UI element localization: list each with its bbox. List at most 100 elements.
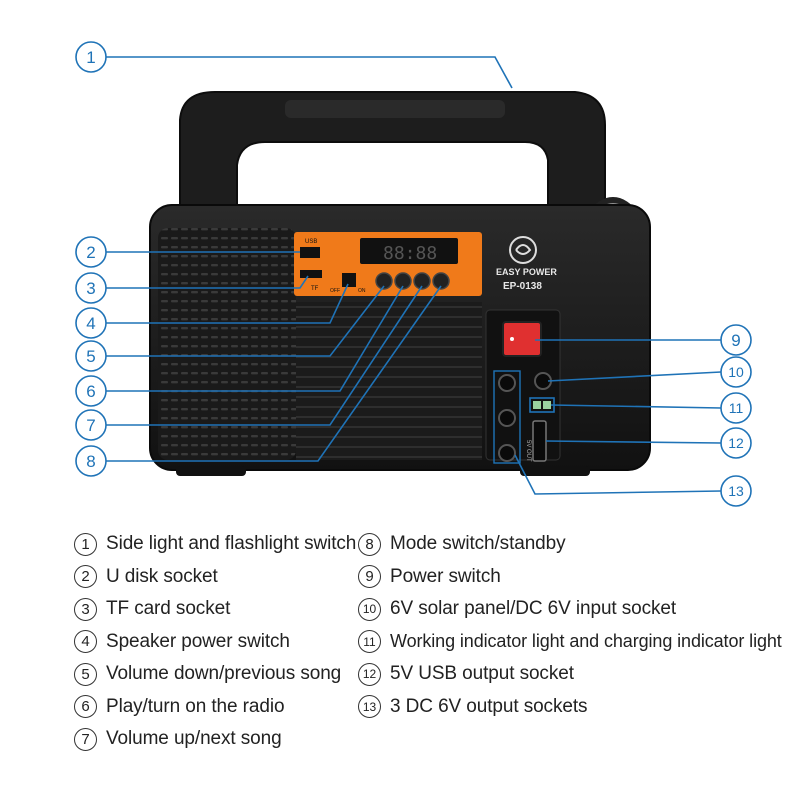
callout-12: 12	[720, 427, 752, 459]
svg-text:6: 6	[86, 382, 95, 401]
usb-output-socket[interactable]	[532, 420, 547, 462]
usb-label: USB	[305, 239, 317, 245]
tf-card-socket[interactable]	[300, 270, 322, 278]
callout-2: 2	[75, 236, 107, 268]
callout-7: 7	[75, 409, 107, 441]
speaker-power-switch[interactable]	[342, 273, 356, 287]
legend-number: 1	[74, 532, 97, 556]
legend-text: Power switch	[390, 565, 501, 587]
legend-text: Side light and flashlight switch	[106, 533, 357, 555]
legend-item: 2 U disk socket	[74, 561, 356, 594]
legend-text: Play/turn on the radio	[106, 695, 285, 717]
lcd-digits: 88:88	[383, 243, 437, 264]
svg-text:7: 7	[86, 416, 95, 435]
speaker-ribs	[296, 302, 482, 460]
legend-item: 11 Working indicator light and charging i…	[358, 626, 782, 659]
svg-text:3: 3	[86, 279, 95, 298]
speaker-grille	[158, 228, 296, 460]
callout-lines	[106, 56, 722, 495]
indicator-light-2	[543, 401, 551, 409]
indicator-light-1	[533, 401, 541, 409]
svg-text:8: 8	[86, 452, 95, 471]
legend-text: 6V solar panel/DC 6V input socket	[390, 598, 677, 620]
legend-item: 6 Play/turn on the radio	[74, 691, 356, 724]
legend-text: Mode switch/standby	[390, 533, 566, 555]
mode-button[interactable]	[432, 272, 450, 290]
dc-output-socket-1[interactable]	[498, 374, 516, 392]
legend-number: 11	[358, 630, 381, 654]
callout-11: 11	[720, 392, 752, 424]
callout-1: 1	[75, 41, 107, 73]
u-disk-socket[interactable]	[300, 247, 320, 258]
legend-item: 12 5V USB output socket	[358, 658, 782, 691]
callout-badges: 1 2 3 4 5 6 7 8 9 10 11 12 13	[75, 41, 752, 507]
volume-up-button[interactable]	[413, 272, 431, 290]
handle-grip	[285, 100, 505, 118]
legend-number: 7	[74, 727, 97, 751]
legend-number: 5	[74, 662, 97, 686]
brand-logo-mark	[515, 244, 532, 255]
legend-item: 9 Power switch	[358, 561, 782, 594]
legend-right: 8 Mode switch/standby 9 Power switch 10 6V …	[358, 528, 782, 723]
legend-text: 5V USB output socket	[390, 663, 574, 685]
legend-item: 4 Speaker power switch	[74, 626, 356, 659]
svg-text:13: 13	[728, 483, 744, 499]
svg-text:9: 9	[731, 331, 740, 350]
legend-text: 3 DC 6V output sockets	[390, 695, 588, 717]
legend-number: 6	[74, 695, 97, 719]
callout-13: 13	[720, 475, 752, 507]
legend-item: 3 TF card socket	[74, 593, 356, 626]
dc-output-socket-3[interactable]	[498, 444, 516, 462]
legend-text: U disk socket	[106, 565, 218, 587]
tf-label: TF	[311, 286, 319, 292]
svg-text:4: 4	[86, 314, 95, 333]
legend-number: 3	[74, 597, 97, 621]
svg-text:1: 1	[86, 48, 95, 67]
play-radio-button[interactable]	[394, 272, 412, 290]
volume-down-button[interactable]	[375, 272, 393, 290]
callout-9: 9	[720, 324, 752, 356]
callout-box-11	[529, 397, 555, 413]
side-label: 5V OUT	[525, 440, 531, 462]
callout-10: 10	[720, 356, 752, 388]
legend-number: 10	[358, 597, 381, 621]
legend-number: 4	[74, 630, 97, 654]
lcd-display	[360, 238, 458, 264]
legend-item: 10 6V solar panel/DC 6V input socket	[358, 593, 782, 626]
svg-text:2: 2	[86, 243, 95, 262]
off-label: OFF	[330, 288, 340, 294]
legend-left: 1 Side light and flashlight switch 2 U dis…	[74, 528, 356, 756]
brand-logo	[509, 236, 537, 264]
foot-right	[520, 466, 590, 476]
brand-name: EASY POWER	[496, 267, 557, 277]
legend-text: TF card socket	[106, 598, 231, 620]
legend-number: 9	[358, 565, 381, 589]
product-diagram: USB TF 88:88 OFF ON EASY POWER EP-0138 5…	[75, 41, 752, 507]
callout-box-13	[493, 370, 521, 464]
dc-output-socket-2[interactable]	[498, 409, 516, 427]
legend-item: 8 Mode switch/standby	[358, 528, 782, 561]
legend-item: 1 Side light and flashlight switch	[74, 528, 356, 561]
legend-text: Working indicator light and charging ind…	[390, 631, 782, 652]
callout-8: 8	[75, 445, 107, 477]
legend-text: Volume up/next song	[106, 728, 282, 750]
callout-3: 3	[75, 272, 107, 304]
power-switch-dot	[510, 337, 514, 341]
on-label: ON	[358, 288, 366, 294]
foot-left	[176, 466, 246, 476]
legend-number: 8	[358, 532, 381, 556]
legend-item: 7 Volume up/next song	[74, 723, 356, 756]
callout-5: 5	[75, 340, 107, 372]
legend-item: 13 3 DC 6V output sockets	[358, 691, 782, 724]
callout-6: 6	[75, 375, 107, 407]
callout-4: 4	[75, 307, 107, 339]
legend-text: Speaker power switch	[106, 630, 290, 652]
svg-text:12: 12	[728, 435, 744, 451]
legend-number: 2	[74, 565, 97, 589]
svg-text:5: 5	[86, 347, 95, 366]
legend-number: 12	[358, 662, 381, 686]
legend-number: 13	[358, 695, 381, 719]
svg-text:11: 11	[729, 400, 744, 416]
power-switch[interactable]	[502, 321, 542, 357]
